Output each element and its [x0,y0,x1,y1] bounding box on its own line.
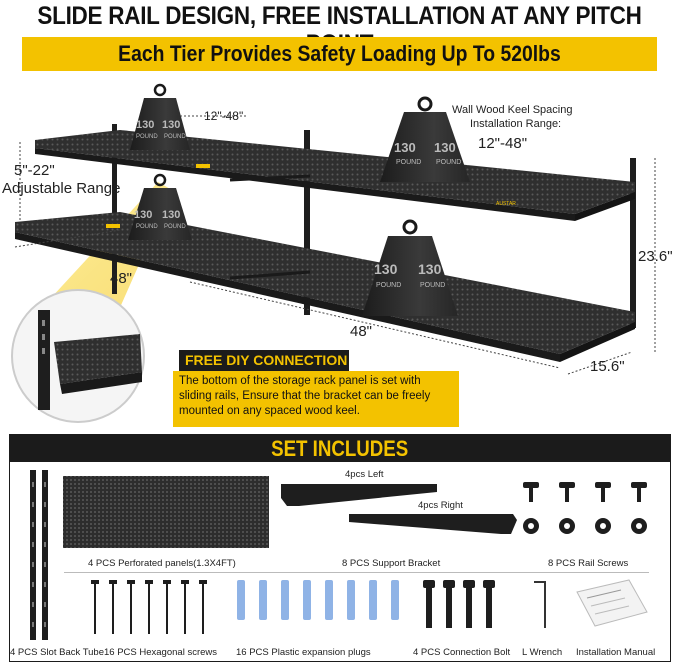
brand-tag-top [196,164,210,168]
svg-text:POUND: POUND [164,224,186,230]
diy-title: FREE DIY CONNECTION [179,350,349,371]
svg-text:130: 130 [434,140,456,155]
brand-tag-text-right: AUSTAR [496,201,516,207]
label-rail-screws: 8 PCS Rail Screws [548,558,629,569]
svg-text:130: 130 [162,119,180,131]
depth-label: 15.6" [590,358,625,375]
upright-middle [304,130,310,315]
divider [64,572,649,573]
spacing-label-line2: Installation Range: [470,118,562,130]
svg-text:130: 130 [134,209,152,221]
installation-manual [576,579,648,627]
svg-text:POUND: POUND [136,134,158,140]
set-includes-title: SET INCLUDES [271,436,409,461]
label-manual: Installation Manual [576,647,656,658]
weight-bottom-left: 130 130 POUND POUND [128,173,192,240]
label-tubes: 4 PCS Slot Back Tube [10,647,104,658]
svg-text:130: 130 [418,261,442,277]
weight-top-right: 130 130 POUND POUND [380,96,470,182]
svg-text:POUND: POUND [164,134,186,140]
top-shelf-lip [35,148,575,221]
label-plugs: 16 PCS Plastic expansion plugs [236,647,371,658]
shelf-illustration: AUSTAR 130 130 POUND POUND 130 130 POUND… [11,83,656,423]
label-bolts: 4 PCS Connection Bolt [413,647,511,658]
label-hex-screws: 16 PCS Hexagonal screws [104,647,217,658]
bottom-shelf-lip [15,232,560,362]
svg-text:130: 130 [374,261,398,277]
svg-text:POUND: POUND [436,159,461,166]
connection-bolts [423,580,495,628]
length-front-label: 48" [350,323,373,340]
bottom-shelf-side [560,322,635,362]
weight-top-left: 130 130 POUND POUND [130,83,190,150]
load-banner-text: Each Tier Provides Safety Loading Up To … [118,41,561,66]
rail-screws [523,482,647,534]
height-label: 23.6" [638,248,673,265]
brand-tag-bottom [106,224,120,228]
zoom-detail [11,289,145,423]
parts-illustration [30,470,648,640]
weight-bottom-right: 130 130 POUND POUND [362,219,458,316]
svg-text:POUND: POUND [420,282,445,289]
svg-text:130: 130 [162,209,180,221]
top-shelf [35,130,635,214]
adjust-label: Adjustable Range [2,180,121,197]
svg-text:POUND: POUND [376,282,401,289]
label-wrench: L Wrench [522,647,563,658]
slot-back-tubes [30,470,48,640]
label-panels: 4 PCS Perforated panels(1.3X4FT) [88,558,236,569]
upright-right [630,158,636,328]
svg-text:130: 130 [136,119,154,131]
label-brackets: 8 PCS Support Bracket [342,558,441,569]
set-includes-panel: SET INCLUDES [9,434,671,662]
adjust-value: 5"-22" [14,162,55,179]
bottom-shelf [15,212,635,354]
spacing-label-line1: Wall Wood Keel Spacing [452,104,573,116]
hex-screws [91,580,207,634]
spacing-value: 12"-48" [478,135,528,152]
svg-text:POUND: POUND [396,159,421,166]
svg-text:POUND: POUND [136,224,158,230]
top-shelf-side [575,192,635,221]
set-includes-header: SET INCLUDES [10,435,670,462]
length-left-label: 48" [110,270,133,287]
l-wrench [534,581,546,628]
perforated-panel [63,476,269,548]
right-bracket-count: 4pcs Right [418,500,463,511]
left-bracket-count: 4pcs Left [345,469,384,480]
svg-text:130: 130 [394,140,416,155]
load-banner: Each Tier Provides Safety Loading Up To … [22,37,657,71]
diy-description: The bottom of the storage rack panel is … [173,371,459,427]
expansion-plugs [237,580,399,620]
support-brackets [281,484,517,534]
spacing-top-label: 12"-48" [204,109,244,123]
upright-left [112,124,117,294]
